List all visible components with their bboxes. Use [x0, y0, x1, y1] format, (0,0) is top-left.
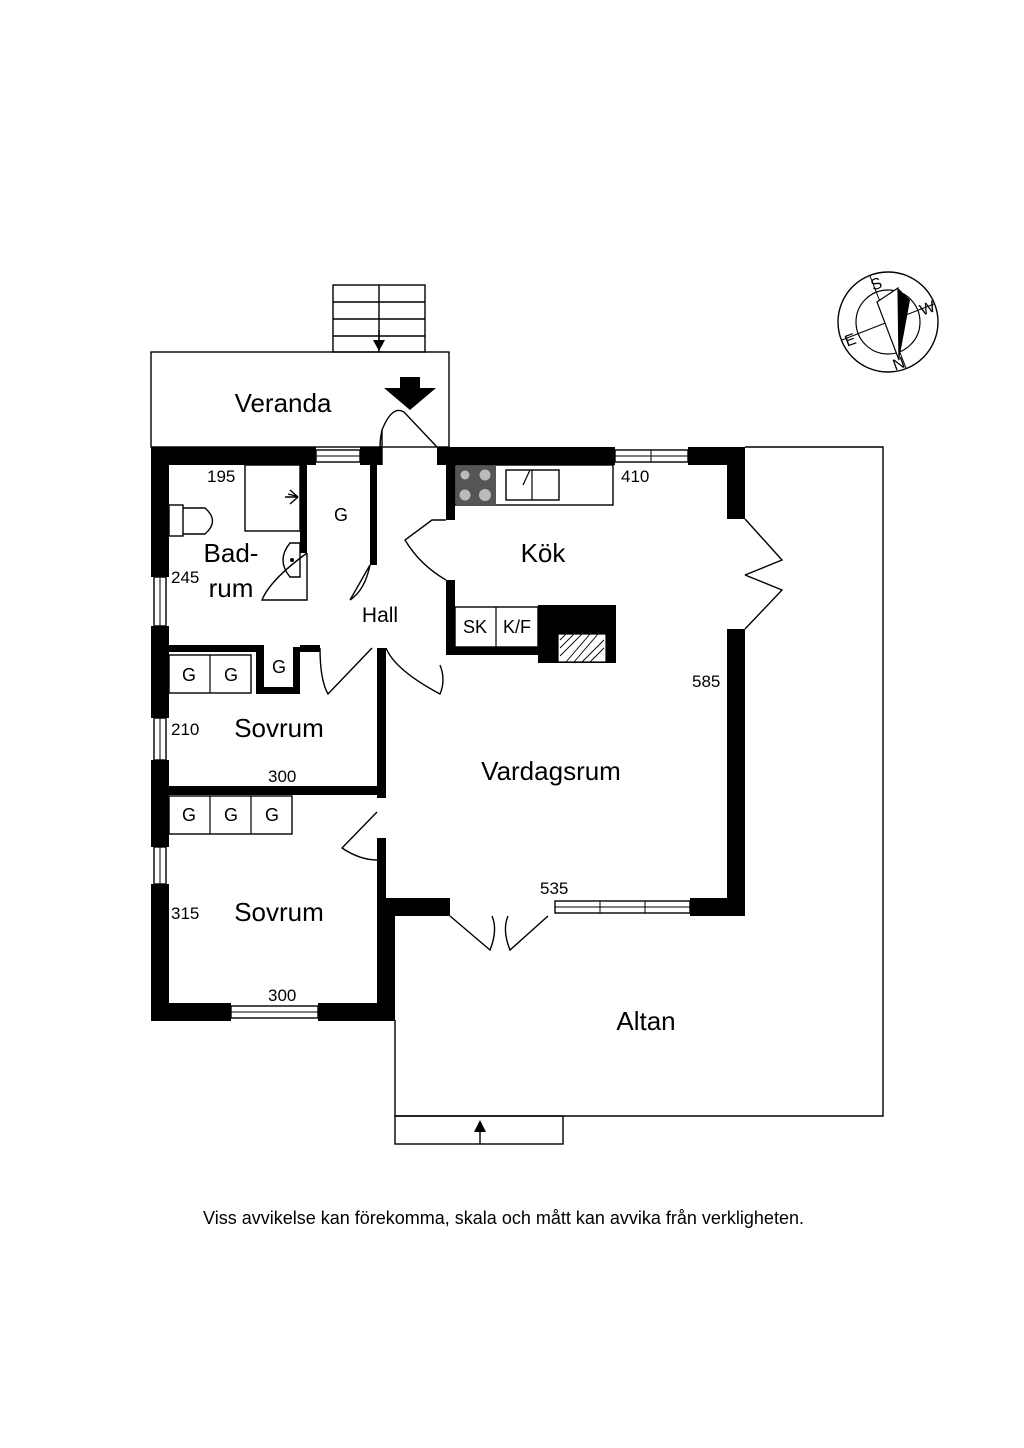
wardrobe-label: G: [224, 665, 238, 685]
wardrobe-label: G: [182, 805, 196, 825]
kitchen-fixtures: [454, 464, 614, 663]
entrance-arrow-icon: [384, 377, 436, 410]
wardrobe-label: G: [265, 805, 279, 825]
dimension-sov1-width: 300: [268, 767, 296, 786]
room-label-kok: Kök: [521, 538, 567, 568]
dimension-sov2-depth: 315: [171, 904, 199, 923]
room-label-badrum-line1: Bad-: [204, 538, 259, 568]
dimension-sov1-depth: 210: [171, 720, 199, 739]
windows: [153, 449, 691, 1019]
room-label-vardagsrum: Vardagsrum: [481, 756, 621, 786]
altan-outline: [394, 446, 884, 1145]
dimension-living-width: 535: [540, 879, 568, 898]
room-label-sovrum-lower: Sovrum: [234, 897, 324, 927]
pantry-label: SK: [463, 617, 487, 637]
dimension-bad-width: 195: [207, 467, 235, 486]
room-label-sovrum-upper: Sovrum: [234, 713, 324, 743]
room-label-veranda: Veranda: [235, 388, 332, 418]
dimension-kok-width: 410: [621, 467, 649, 486]
toilet-icon: [168, 504, 184, 537]
dimension-living-depth: 585: [692, 672, 720, 691]
disclaimer-text: Viss avvikelse kan förekomma, skala och …: [203, 1208, 804, 1228]
room-label-altan: Altan: [616, 1006, 675, 1036]
room-label-hall: Hall: [362, 604, 398, 627]
wardrobe-label: G: [224, 805, 238, 825]
walls: [151, 447, 745, 1021]
fireplace-icon: [557, 633, 607, 663]
front-steps: [332, 284, 426, 353]
compass-w: W: [918, 298, 939, 319]
room-label-badrum-line2: rum: [209, 573, 254, 603]
dimension-sov2-width: 300: [268, 986, 296, 1005]
fridge-freezer-label: K/F: [503, 617, 531, 637]
shower-icon: [285, 489, 299, 505]
bathroom-fixtures: [168, 464, 301, 578]
wardrobes: [168, 654, 293, 835]
dimension-bad-depth: 245: [171, 568, 199, 587]
wardrobe-label: G: [272, 657, 286, 677]
doors: [260, 409, 784, 952]
compass-icon: S W E N: [837, 271, 939, 375]
sink-icon: [282, 542, 301, 578]
wardrobe-label: G: [182, 665, 196, 685]
compass-n: N: [891, 355, 908, 375]
closet-label-hall: G: [334, 505, 348, 525]
